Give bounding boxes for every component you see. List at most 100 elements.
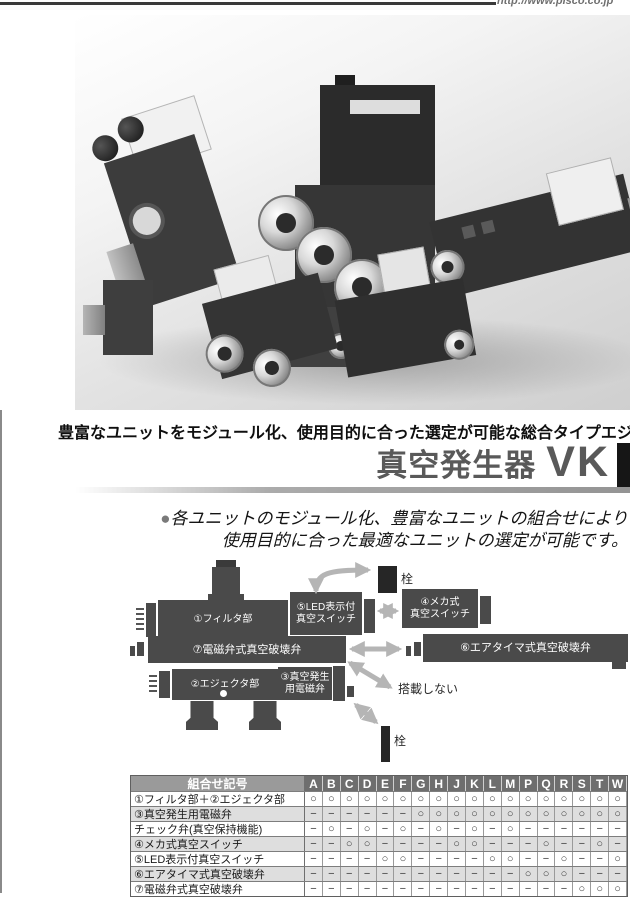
combo-cell-J: ○: [448, 807, 467, 821]
combo-cell-W: ○: [609, 852, 628, 866]
led-switch-right-fitting: [364, 599, 375, 633]
mech-switch-line2: 真空スイッチ: [410, 608, 470, 620]
column-header-L: L: [483, 776, 502, 791]
intro-line-1: ●各ユニットのモジュール化、豊富なユニットの組合せにより: [80, 508, 628, 530]
column-header-D: D: [358, 776, 377, 791]
combo-cell-D: −: [358, 882, 377, 896]
combo-cell-F: −: [394, 867, 413, 881]
combo-cell-T: −: [591, 822, 610, 836]
combo-cell-B: −: [322, 852, 341, 866]
table-header-label: 組合せ記号: [131, 776, 305, 791]
combo-cell-R: −: [555, 837, 574, 851]
combo-cell-C: ○: [340, 837, 359, 851]
block-filter: ①フィルタ部: [158, 600, 288, 640]
combo-cell-R: −: [555, 822, 574, 836]
block-vac-solenoid: ③真空発生 用電磁弁: [278, 667, 332, 700]
table-row: ⑥エアタイマ式真空破壊弁−−−−−−−−−−−−○○○−−−: [131, 867, 628, 882]
block-solenoid-break: ⑦電磁弁式真空破壊弁: [148, 636, 346, 663]
combo-cell-T: ○: [591, 882, 610, 896]
row-label: ⑥エアタイマ式真空破壊弁: [131, 867, 305, 881]
combo-cell-Q: −: [537, 882, 556, 896]
combo-cell-H: −: [430, 837, 449, 851]
mech-switch-right-fitting: [480, 596, 491, 624]
block-ejector-label: ②エジェクタ部: [190, 678, 260, 690]
block-airtimer-break-label: ⑥エアタイマ式真空破壊弁: [460, 642, 591, 654]
combo-cell-K: ○: [466, 792, 484, 806]
diagram-arrows: [308, 562, 403, 725]
vac-solenoid-right-fitting: [333, 666, 345, 701]
led-switch-line1: ⑤LED表示付: [296, 601, 356, 613]
combo-cell-M: −: [501, 867, 520, 881]
combo-cell-H: ○: [430, 792, 449, 806]
combo-cell-Q: −: [537, 822, 556, 836]
combo-cell-B: −: [322, 837, 341, 851]
combo-cell-F: −: [394, 807, 413, 821]
title-model: VK: [546, 438, 610, 486]
combo-cell-C: −: [340, 882, 359, 896]
combo-cell-J: −: [448, 852, 467, 866]
row-label: ⑤LED表示付真空スイッチ: [131, 852, 305, 866]
combo-cell-P: ○: [519, 807, 538, 821]
led-switch-line2: 真空スイッチ: [296, 613, 356, 625]
bullet-icon: ●: [160, 509, 171, 528]
combo-cell-H: ○: [430, 822, 449, 836]
break7-port-a: [130, 646, 135, 656]
filter-left-fitting: [146, 603, 156, 637]
combo-cell-K: −: [466, 882, 484, 896]
combo-cell-B: −: [322, 807, 341, 821]
break6-port-b: [414, 642, 421, 656]
combo-cell-A: −: [305, 837, 323, 851]
site-url-wrap: http://www.pisco.co.jp: [497, 0, 630, 9]
row-label: ①フィルタ部＋②エジェクタ部: [131, 792, 305, 806]
combo-cell-R: ○: [555, 867, 574, 881]
vac-solenoid-line1: ③真空発生: [280, 671, 330, 683]
combo-cell-G: −: [412, 867, 431, 881]
combo-cell-L: −: [483, 867, 502, 881]
combo-cell-S: −: [573, 852, 592, 866]
combo-cell-M: ○: [501, 852, 520, 866]
combo-cell-J: ○: [448, 837, 467, 851]
column-header-E: E: [376, 776, 395, 791]
arrow-to-bottom-plug: [353, 702, 379, 725]
vac-solenoid-line2: 用電磁弁: [285, 683, 325, 695]
combo-cell-S: −: [573, 867, 592, 881]
tagline: 豊富なユニットをモジュール化、使用目的に合った選定が可能な総合タイプエジェクタ: [58, 425, 630, 442]
combo-cell-P: −: [519, 822, 538, 836]
intro-text: ●各ユニットのモジュール化、豊富なユニットの組合せにより 使用目的に合った最適な…: [80, 508, 628, 552]
combo-cell-A: −: [305, 867, 323, 881]
combo-cell-G: −: [412, 882, 431, 896]
combo-cell-P: ○: [519, 867, 538, 881]
ejector-foot-right: [249, 701, 281, 730]
ejector-left-fitting: [159, 671, 170, 698]
block-led-switch: ⑤LED表示付 真空スイッチ: [290, 592, 362, 635]
combo-cell-T: ○: [591, 792, 610, 806]
combo-cell-D: ○: [358, 792, 377, 806]
combo-cell-K: ○: [466, 807, 484, 821]
combo-cell-H: −: [430, 882, 449, 896]
combo-cell-R: −: [555, 882, 574, 896]
combo-cell-B: ○: [322, 822, 341, 836]
table-row: ④メカ式真空スイッチ−−○○−−−−○○−−−○−−○−: [131, 837, 628, 852]
page-left-rule: [0, 410, 2, 893]
intro-line-2: 使用目的に合った最適なユニットの選定が可能です。: [80, 530, 628, 552]
combo-cell-A: −: [305, 852, 323, 866]
filter-canister: [212, 567, 240, 595]
block-ejector: ②エジェクタ部: [172, 669, 278, 700]
table-row: チェック弁(真空保持機能)−○−○−○−○−○−○−−−−−−: [131, 822, 628, 837]
plug-bottom-block: [381, 726, 390, 762]
plug-top-block: [378, 566, 397, 593]
combo-cell-T: −: [591, 852, 610, 866]
combo-cell-L: −: [483, 822, 502, 836]
combo-cell-E: −: [376, 867, 395, 881]
edge-tab: [617, 443, 630, 489]
plug-bottom-label: 栓: [394, 734, 407, 748]
combo-cell-P: −: [519, 837, 538, 851]
site-url: http://www.pisco.co.jp: [497, 0, 614, 7]
ejector-port-ticks: [149, 675, 157, 693]
combo-cell-H: −: [430, 852, 449, 866]
combo-cell-E: −: [376, 882, 395, 896]
combo-cell-L: ○: [483, 807, 502, 821]
break7-port-b: [137, 642, 144, 656]
